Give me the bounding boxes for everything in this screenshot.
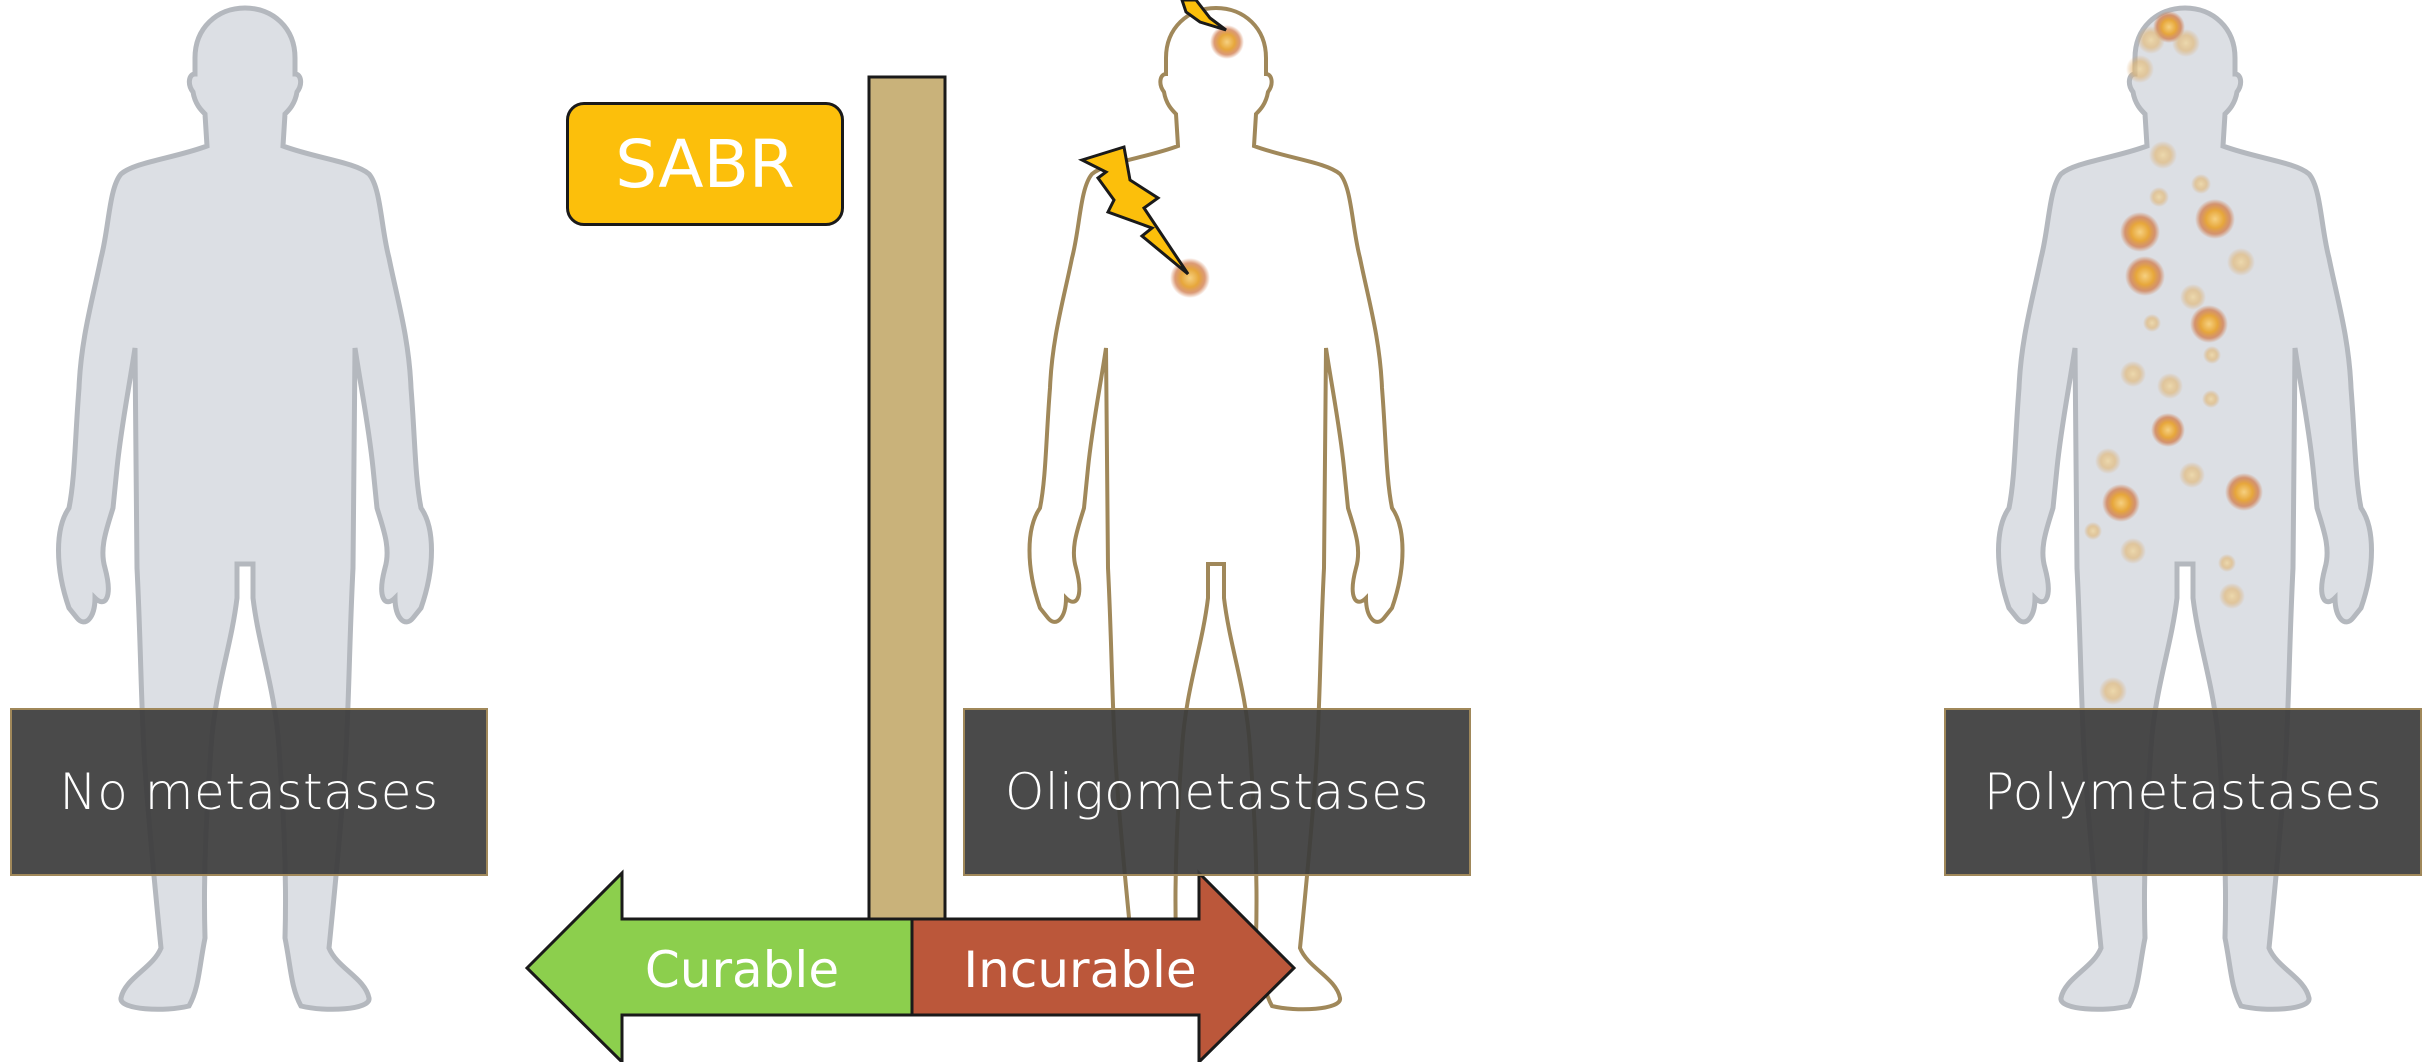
lesion-dot-icon [2157, 373, 2183, 399]
lesion-dot-icon [2227, 248, 2255, 276]
lesion-dot-icon [2151, 413, 2185, 447]
lesion-dot-icon [2120, 361, 2146, 387]
lesion-dot-icon [2203, 346, 2221, 364]
lesion-dot-icon [2120, 538, 2146, 564]
lesion-dot-icon [2180, 284, 2206, 310]
lesion-dot-icon [2120, 212, 2160, 252]
oligometastases-label: Oligometastases [963, 708, 1471, 876]
sabr-badge: SABR [566, 102, 844, 226]
polymetastases-text: Polymetastases [1984, 763, 2382, 821]
lesion-dot-icon [2172, 29, 2200, 57]
lesion-dot-icon [2219, 583, 2245, 609]
oligometastases-text: Oligometastases [1005, 763, 1429, 821]
lesion-dot-icon [2190, 305, 2228, 343]
lesion-dot-icon [2149, 187, 2169, 207]
curable-label: Curable [622, 925, 862, 1015]
lesion-dot-icon [2225, 473, 2263, 511]
no-metastases-text: No metastases [59, 763, 438, 821]
lesion-dot-icon [2195, 199, 2235, 239]
lesion-dot-icon [2125, 256, 2165, 296]
lightning-bolt-icon [1182, 0, 1226, 30]
lesion-dot-icon [1210, 25, 1244, 59]
divider-bar [869, 77, 945, 970]
lesion-dot-icon [2099, 677, 2127, 705]
lesion-dot-icon [2126, 55, 2154, 83]
lesion-dot-icon [2102, 484, 2140, 522]
incurable-label: Incurable [940, 925, 1220, 1015]
lesion-dot-icon [2202, 390, 2220, 408]
lesion-dot-icon [2143, 314, 2161, 332]
lesion-dot-icon [2137, 26, 2165, 54]
sabr-badge-text: SABR [615, 126, 794, 203]
no-metastases-label: No metastases [10, 708, 488, 876]
polymetastases-label: Polymetastases [1944, 708, 2422, 876]
lesion-dot-icon [2191, 174, 2211, 194]
lesion-dot-icon [2218, 554, 2236, 572]
lesion-dot-icon [2095, 448, 2121, 474]
lesion-dot-icon [2084, 522, 2102, 540]
lesion-dot-icon [2179, 462, 2205, 488]
lightning-bolt-icon [1082, 147, 1188, 274]
lesion-dot-icon [2149, 141, 2177, 169]
